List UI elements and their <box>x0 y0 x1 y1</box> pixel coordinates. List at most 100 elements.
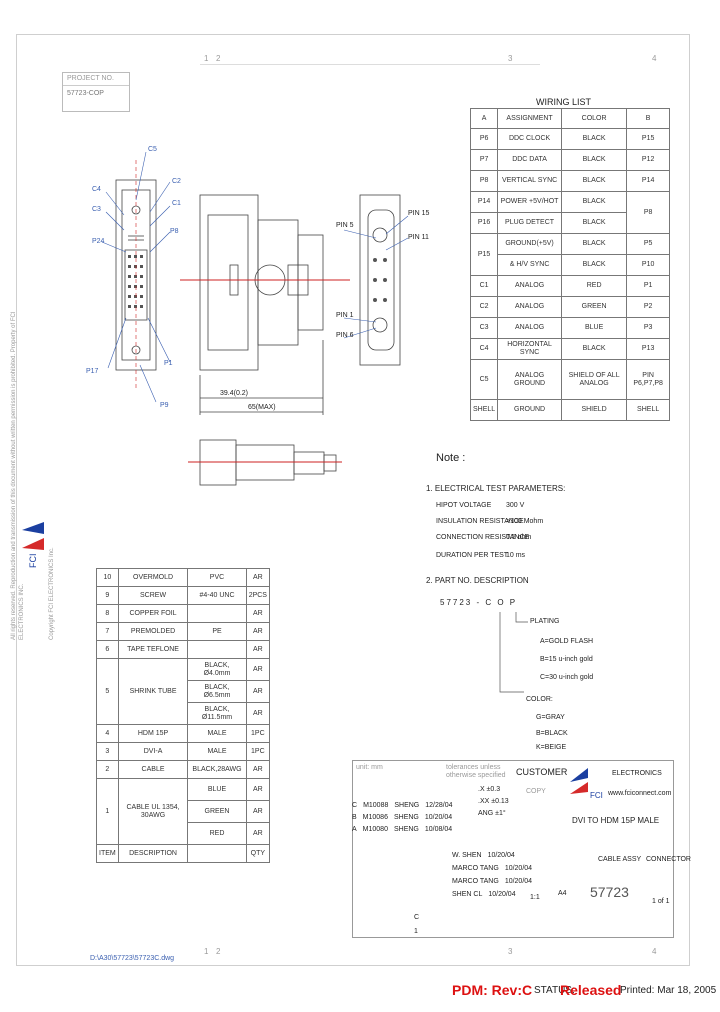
partno-leaders <box>499 612 528 693</box>
bom-cell: 1 <box>96 778 119 845</box>
wiring-cell: ANALOG <box>497 296 562 318</box>
grid-top-ticks <box>200 52 540 65</box>
bom-cell: AR <box>245 680 271 703</box>
signoff-date: 10/20/04 <box>488 891 516 898</box>
wiring-cell: C1 <box>469 275 499 297</box>
callout-pin1: PIN 1 <box>336 312 354 319</box>
wiring-cell: ANALOG GROUND <box>497 359 562 400</box>
bom-cell: AR <box>245 640 271 659</box>
printed-date: Printed: Mar 18, 2005 <box>620 985 717 996</box>
callout-c1: C1 <box>172 200 181 207</box>
rev-ecn: M10088 <box>363 802 389 809</box>
bom-cell: CABLE UL 1354, 30AWG <box>117 778 189 845</box>
callout-p17: P17 <box>86 368 99 375</box>
project-box: PROJECT NO. 57723-COP <box>62 72 130 112</box>
wiring-cell: GREEN <box>560 296 628 318</box>
bom-cell: AR <box>245 778 271 801</box>
bom-cell: TAPE TEFLONE <box>117 640 189 659</box>
notes-partno: 57723 - C O P <box>440 598 518 607</box>
svg-text:FCI: FCI <box>590 791 603 800</box>
param-value-4: 10 ms <box>506 552 526 559</box>
grid-bottom-4: 4 <box>652 947 657 956</box>
param-value-1: 300 V <box>506 502 525 509</box>
signoff-date: 10/20/04 <box>504 865 533 872</box>
bom-cell <box>187 844 247 863</box>
callout-pin15: PIN 15 <box>408 210 430 217</box>
tb-tol-1: .X ±0.3 <box>478 786 501 793</box>
status-value: Released <box>560 982 622 998</box>
connector-drawing <box>101 151 409 486</box>
bom-cell: 1PC <box>245 742 271 761</box>
bom-cell: ITEM <box>96 844 119 863</box>
param-value-2: >100 Mohm <box>506 518 544 525</box>
grid-top-4: 4 <box>652 54 657 63</box>
callout-p1: P1 <box>164 360 173 367</box>
bom-cell: BLUE <box>187 778 247 801</box>
rev-letter: C <box>352 802 358 809</box>
dim-65: 65(MAX) <box>248 404 276 411</box>
bom-cell: #4-40 UNC <box>187 586 247 605</box>
grid-top-2: 2 <box>216 54 221 63</box>
bom-cell: 2 <box>96 760 119 779</box>
pdm-rev: PDM: Rev:C <box>452 982 533 998</box>
rev-letter: A <box>352 826 357 833</box>
project-label: PROJECT NO. <box>63 73 129 86</box>
wiring-title: WIRING LIST <box>536 97 592 107</box>
rev-date: 10/20/04 <box>424 814 453 821</box>
wiring-cell: DDC DATA <box>497 149 562 171</box>
bom-cell: 8 <box>96 604 119 623</box>
bom-cell: AR <box>245 760 271 779</box>
wiring-cell: BLACK <box>560 212 628 234</box>
wiring-cell: BLACK <box>560 128 628 150</box>
param-name-3: CONNECTION RESISTANCE <box>436 534 530 541</box>
wiring-cell: P10 <box>626 254 670 276</box>
tb-scale: 1:1 <box>530 894 540 901</box>
bom-cell: MALE <box>187 724 247 743</box>
color-k: K=BEIGE <box>536 744 567 751</box>
bom-cell <box>187 604 247 623</box>
signoff-name: W. SHEN <box>452 852 482 859</box>
bom-cell: PREMOLDED <box>117 622 189 641</box>
bom-cell <box>187 640 247 659</box>
callout-pin6: PIN 6 <box>336 332 354 339</box>
tb-sheet-rev: C <box>414 914 420 921</box>
wiring-cell: C5 <box>469 359 499 400</box>
tb-customer: COPY <box>526 788 546 795</box>
signoff-date: 10/20/04 <box>487 852 515 859</box>
bom-cell: SHRINK TUBE <box>117 658 189 725</box>
plating-a: A=GOLD FLASH <box>540 638 594 645</box>
bom-cell: AR <box>245 568 271 587</box>
wiring-header-color: COLOR <box>560 108 628 129</box>
callout-c3: C3 <box>92 206 101 213</box>
side-note-text: All rights reserved. Reproduction and tr… <box>11 311 25 640</box>
notes-title: Note : <box>436 452 466 464</box>
plating-b: B=15 u-inch gold <box>540 656 593 663</box>
tb-product-family: CABLE ASSY <box>598 856 642 863</box>
bom-cell: PE <box>187 622 247 641</box>
grid-bottom-1: 1 <box>204 947 209 956</box>
footer: PDM: Rev:C STATUS: Released Printed: Mar… <box>452 982 720 1006</box>
tb-code: CONNECTOR <box>646 856 691 863</box>
wiring-cell: PLUG DETECT <box>497 212 562 234</box>
wiring-cell: HORIZONTAL SYNC <box>497 338 562 360</box>
wiring-cell: BLACK <box>560 170 628 192</box>
grid-bottom-3: 3 <box>508 947 513 956</box>
wiring-cell: P7 <box>469 149 499 171</box>
color-b: B=BLACK <box>536 730 568 737</box>
plating-title: PLATING <box>530 618 560 625</box>
tb-part-number: 57723 <box>590 884 629 900</box>
bom-cell: AR <box>245 800 271 823</box>
bom-cell: 6 <box>96 640 119 659</box>
drawing-frame <box>16 34 690 966</box>
wiring-cell: ANALOG <box>497 317 562 339</box>
bom-cell: AR <box>245 604 271 623</box>
bom-cell: 4 <box>96 724 119 743</box>
wiring-cell: P15 <box>469 233 499 276</box>
wiring-cell: P16 <box>469 212 499 234</box>
fci-logo: FCI <box>570 768 603 800</box>
rev-date: 10/08/04 <box>424 826 453 833</box>
wiring-cell: SHELL <box>469 399 499 421</box>
wiring-header-assignment: ASSIGNMENT <box>497 108 562 129</box>
wiring-cell: P8 <box>469 170 499 192</box>
